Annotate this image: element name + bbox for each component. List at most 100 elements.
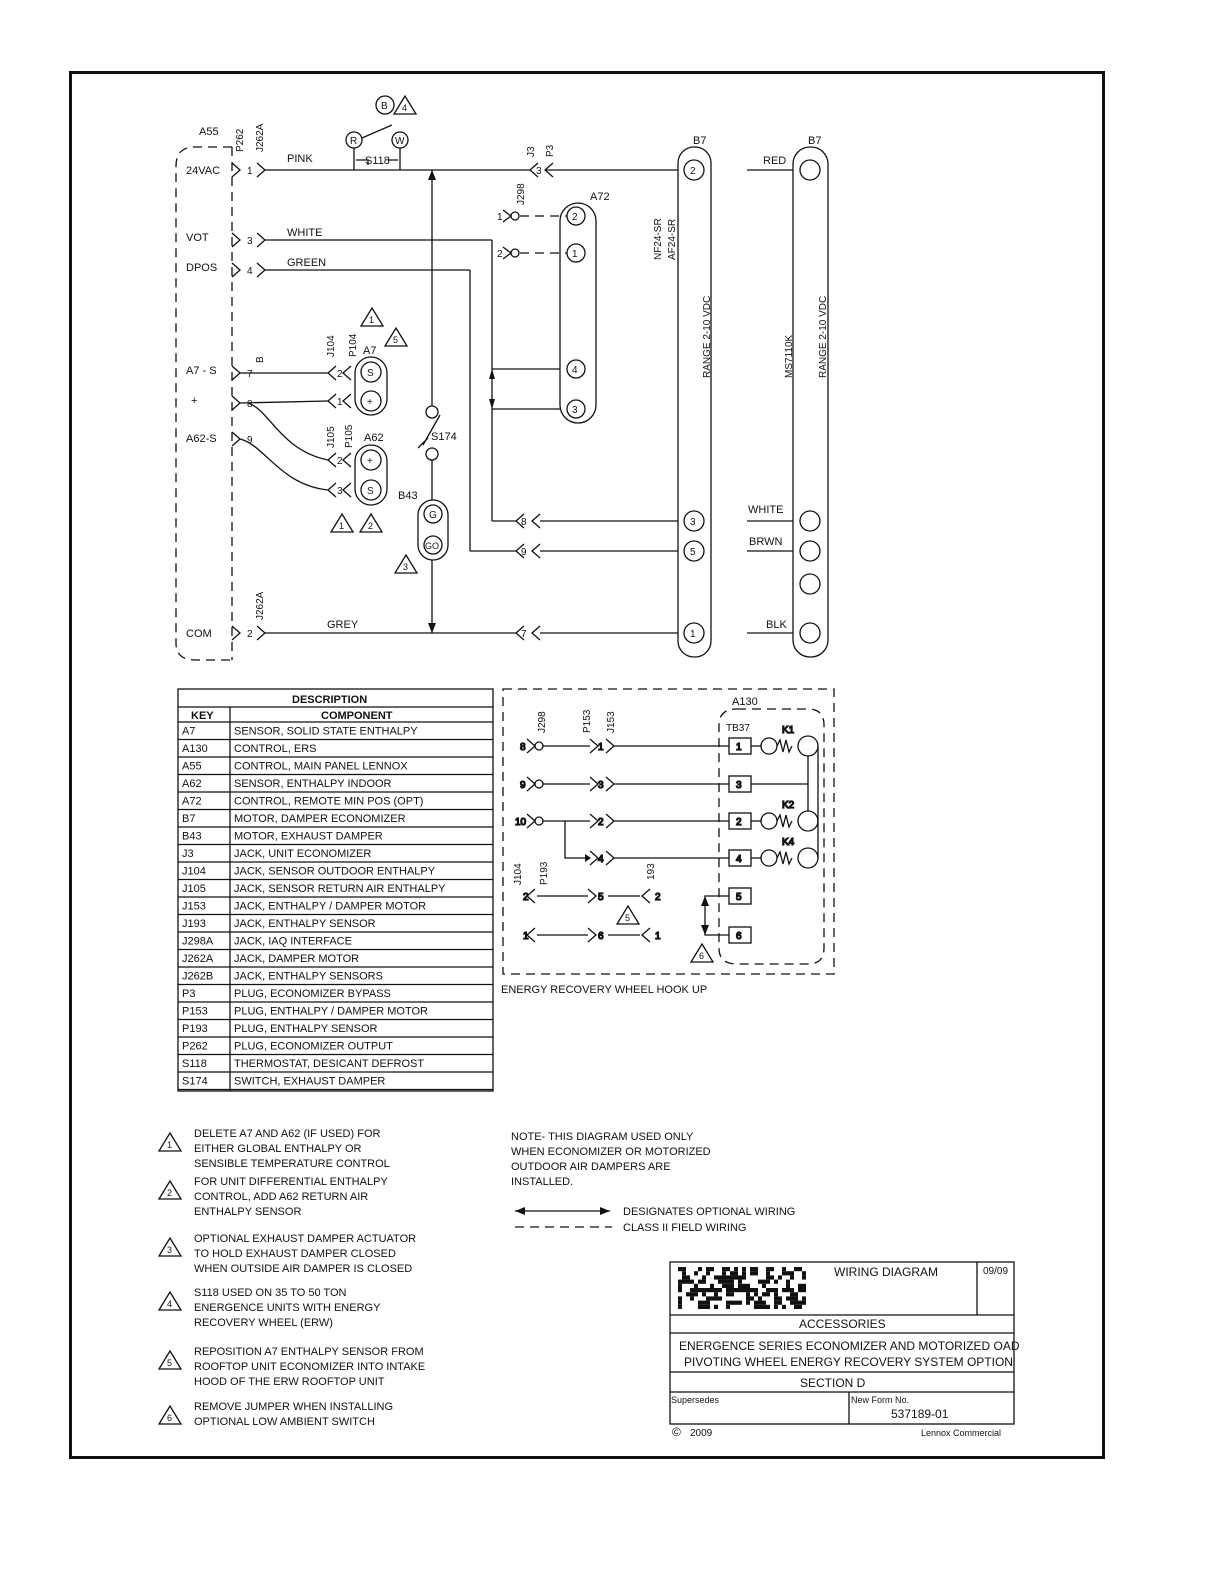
table-key-cell: P193 — [182, 1023, 208, 1035]
relay-contact — [797, 847, 819, 869]
note-triangle — [157, 1236, 183, 1257]
relay-label: K2 — [782, 800, 795, 811]
note-triangle — [157, 1349, 183, 1370]
svg-text:NOTE- THIS DIAGRAM USED O: NOTE- THIS DIAGRAM USED ONLY — [511, 1131, 694, 1143]
svg-text:B7: B7 — [808, 135, 821, 147]
svg-text:3: 3 — [403, 562, 408, 572]
table-key-cell: J298A — [182, 936, 214, 948]
svg-text:S: S — [367, 368, 374, 379]
svg-text:7: 7 — [247, 369, 253, 380]
jumper-wire — [704, 895, 729, 936]
table-component-cell: JACK, ENTHALPY SENSORS — [234, 971, 383, 983]
table-key-cell: J153 — [182, 901, 206, 913]
a62-sensor: J105 P105 A62 + S 2 3 — [239, 402, 388, 506]
svg-text:WHITE: WHITE — [748, 504, 783, 516]
svg-text:DESIGNATES OPTIONAL WIRING: DESIGNATES OPTIONAL WIRING — [623, 1206, 795, 1218]
svg-text:SECTION D: SECTION D — [800, 1376, 866, 1390]
table-key-cell: S118 — [182, 1058, 207, 1070]
erw-caption: ENERGY RECOVERY WHEEL HOOK UP — [501, 984, 707, 996]
relay-contact — [797, 810, 819, 832]
note-line: REMOVE JUMPER WHEN INSTALLING — [194, 1401, 393, 1413]
a55-label: A55 — [199, 126, 219, 138]
note-number: 1 — [167, 1140, 172, 1150]
erw-jack — [526, 738, 536, 754]
svg-text:+: + — [367, 397, 373, 408]
legend: DESIGNATES OPTIONAL WIRING CLASS II FIEL… — [515, 1206, 795, 1234]
a72-control: A72 2 1 4 3 1 2 J298 — [497, 183, 610, 424]
note-line: OPTIONAL EXHAUST DAMPER ACTUATOR — [194, 1233, 416, 1245]
svg-text:BRWN: BRWN — [749, 536, 782, 548]
svg-text:5: 5 — [690, 547, 696, 558]
svg-text:RANGE 2-10 VDC: RANGE 2-10 VDC — [818, 296, 829, 378]
svg-text:8: 8 — [521, 517, 527, 528]
table-key-cell: A130 — [182, 743, 208, 755]
table-key-cell: A62 — [182, 778, 202, 790]
table-key-cell: J193 — [182, 918, 206, 930]
relay-coil — [760, 849, 778, 867]
svg-text:193: 193 — [646, 863, 657, 880]
pin-dpos: DPOS — [186, 262, 217, 274]
table-key-cell: J3 — [182, 848, 194, 860]
svg-text:S: S — [367, 486, 374, 497]
svg-text:8: 8 — [247, 399, 253, 410]
table-component-cell: CONTROL, ERS — [234, 743, 317, 755]
table-title: DESCRIPTION — [292, 694, 367, 706]
svg-text:MS7110K: MS7110K — [784, 334, 795, 378]
table-component-cell: JACK, ENTHALPY / DAMPER MOTOR — [234, 901, 426, 913]
tb37-terminal-label: 1 — [736, 742, 742, 753]
b7-nf24: B7 NF24-SR AF24-SR RANGE 2-10 VDC 2 3 5 … — [515, 135, 713, 658]
tb37-terminal-label: 4 — [736, 854, 742, 865]
tb37-terminal-label: 5 — [736, 892, 742, 903]
s118-label: S118 — [365, 155, 390, 167]
s174-switch: S174 — [417, 405, 457, 461]
pin-plus: + — [191, 395, 197, 407]
note-number: 2 — [167, 1188, 172, 1198]
svg-text:J105: J105 — [326, 426, 337, 448]
note-line: OPTIONAL LOW AMBIENT SWITCH — [194, 1416, 375, 1428]
svg-text:AF24-SR: AF24-SR — [667, 219, 678, 260]
table-component-cell: JACK, UNIT ECONOMIZER — [234, 848, 371, 860]
svg-text:NF24-SR: NF24-SR — [653, 218, 664, 260]
table-key-cell: A72 — [182, 796, 202, 808]
svg-text:OUTDOOR AIR DAMPERS ARE: OUTDOOR AIR DAMPERS ARE — [511, 1161, 671, 1173]
note-line: EITHER GLOBAL ENTHALPY OR — [194, 1143, 362, 1155]
table-component-cell: JACK, DAMPER MOTOR — [234, 953, 359, 965]
svg-text:5: 5 — [393, 335, 398, 345]
erw-mid-pin: 3 — [598, 780, 604, 791]
svg-text:09/09: 09/09 — [983, 1266, 1008, 1277]
erw-mid-pin: 1 — [598, 742, 604, 753]
erw-right-pin: 2 — [655, 892, 661, 903]
svg-text:J3: J3 — [526, 146, 537, 157]
pin-a7s: A7 - S — [186, 365, 217, 377]
svg-text:4: 4 — [402, 103, 407, 113]
svg-text:4: 4 — [572, 365, 578, 376]
svg-text:2: 2 — [572, 212, 578, 223]
svg-text:INSTALLED.: INSTALLED. — [511, 1176, 573, 1188]
table-key-cell: P153 — [182, 1006, 208, 1018]
svg-text:537189-01: 537189-01 — [891, 1407, 949, 1421]
wire-grey: GREY — [327, 619, 359, 631]
note-triangle — [157, 1290, 183, 1311]
svg-text:New Form No.: New Form No. — [851, 1395, 909, 1405]
table-key-cell: P3 — [182, 988, 195, 1000]
erw-mid-pin: 6 — [598, 931, 604, 942]
svg-text:©: © — [672, 1425, 681, 1439]
svg-text:W: W — [395, 136, 405, 147]
erw-left-pin: 10 — [515, 817, 527, 828]
note-triangle — [157, 1131, 183, 1152]
tb37-terminal-label: 6 — [736, 931, 742, 942]
svg-text:J104: J104 — [513, 863, 524, 885]
svg-text:A72: A72 — [590, 191, 610, 203]
svg-text:P3: P3 — [545, 144, 556, 157]
table-component-cell: SENSOR, SOLID STATE ENTHALPY — [234, 726, 418, 738]
svg-text:4: 4 — [247, 266, 253, 277]
svg-text:+: + — [367, 456, 373, 467]
svg-text:3: 3 — [337, 486, 343, 497]
note-line: ROOFTOP UNIT ECONOMIZER INTO INTAKE — [194, 1361, 425, 1373]
svg-text:2: 2 — [368, 521, 373, 531]
svg-text:P104: P104 — [348, 333, 359, 357]
note-triangles: 1 5 1 2 3 — [329, 306, 419, 574]
main-note: NOTE- THIS DIAGRAM USED ONLY WHEN ECONOM… — [511, 1131, 711, 1188]
